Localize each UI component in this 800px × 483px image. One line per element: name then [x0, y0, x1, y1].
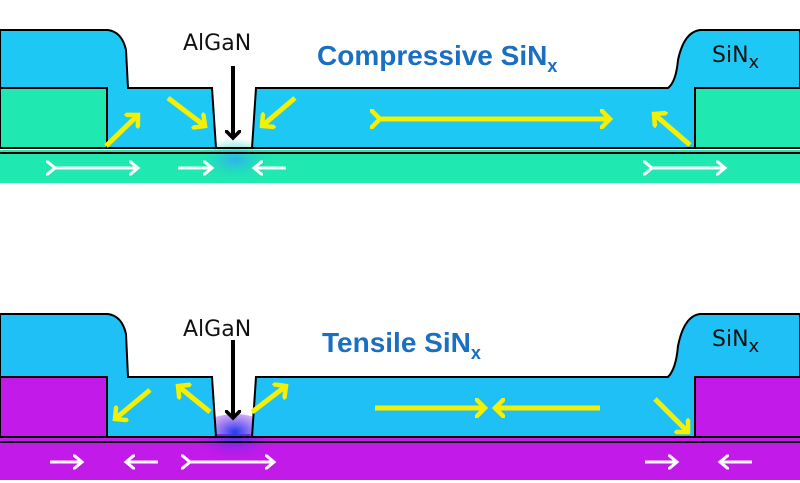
right-block [694, 87, 800, 149]
algan-label: AlGaN [183, 31, 251, 56]
yellow-stress-arrows [115, 386, 688, 432]
compressive-panel: AlGaN Compressive SiNx SiNx [0, 29, 800, 183]
algan-label: AlGaN [183, 317, 251, 342]
panel-title: Tensile SiNx [322, 327, 481, 363]
tensile-panel: AlGaN Tensile SiNx SiNx [0, 313, 800, 480]
sin-label: SiNx [712, 327, 760, 357]
yellow-stress-arrows [104, 96, 692, 148]
sin-label: SiNx [712, 43, 760, 73]
right-block [694, 376, 800, 438]
substrate-layer [0, 434, 800, 480]
left-block [0, 87, 108, 149]
left-block [0, 376, 108, 438]
panel-title: Compressive SiNx [317, 40, 557, 76]
